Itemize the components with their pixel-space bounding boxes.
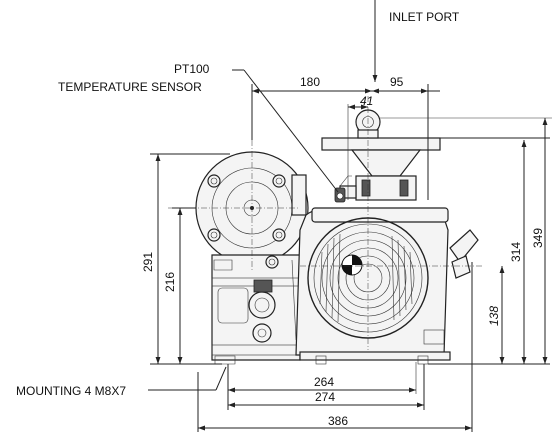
dim-349: 349 [531,228,545,248]
leader-lines [148,69,339,391]
mounting-label: MOUNTING 4 M8X7 [16,384,126,398]
temperature-sensor-label: TEMPERATURE SENSOR [58,80,202,94]
inlet-column [321,109,441,201]
inlet-port-label: INLET PORT [389,10,460,24]
dim-138: 138 [487,306,501,326]
gearbox-housing [211,254,301,365]
dim-180: 180 [300,75,320,89]
dim-274: 274 [315,390,335,404]
pump-illustration [195,109,479,365]
dim-291: 291 [141,252,155,272]
dim-264: 264 [314,375,334,389]
pt100-label: PT100 [174,62,210,76]
dimension-lines [150,0,552,432]
dim-386: 386 [328,414,348,428]
dim-314: 314 [509,242,523,262]
dim-95: 95 [390,75,404,89]
dim-216: 216 [163,272,177,292]
dim-41: 41 [360,94,373,108]
pump-casing [291,207,451,365]
side-fitting [449,229,479,279]
